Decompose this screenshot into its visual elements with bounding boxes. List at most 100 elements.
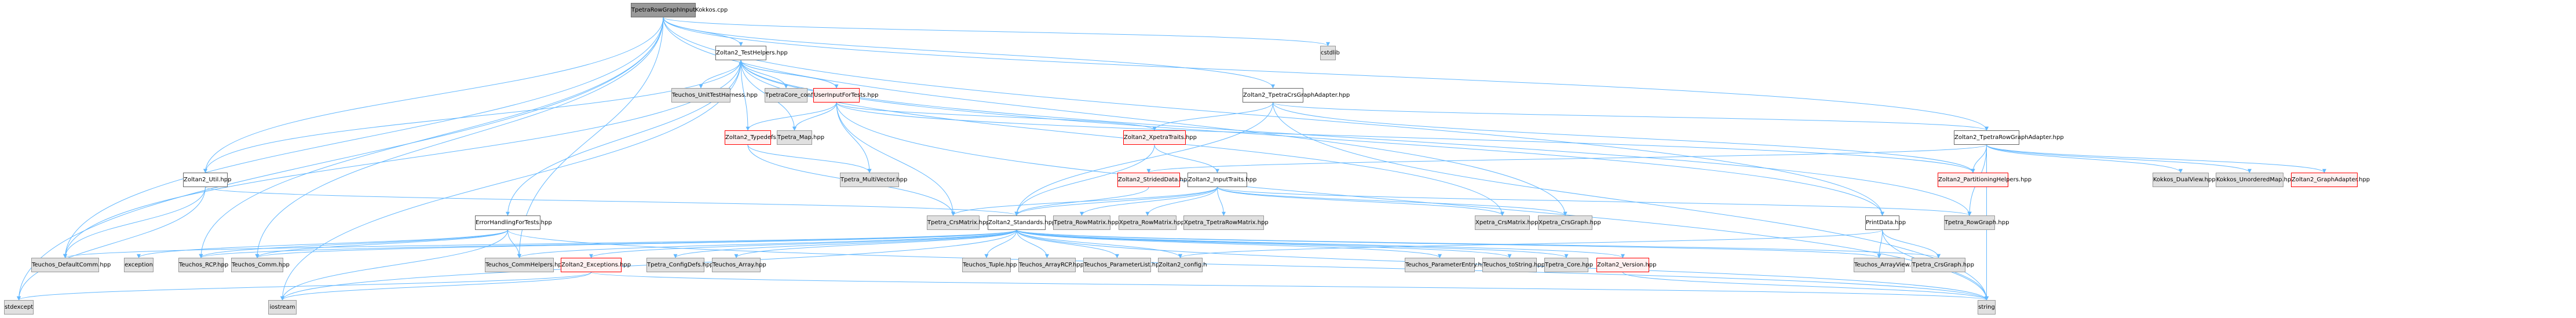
edge-testhelpers-to-defaultcomm: [63, 60, 741, 258]
edge-userinput-to-xpetratraits: [836, 102, 1157, 131]
node-teuchos-comm[interactable]: Teuchos_Comm.hpp: [231, 258, 290, 272]
edge-root-to-commhelpers: [517, 17, 664, 258]
edge-rowgraphadapter-to-graphadapter: [1986, 144, 2326, 173]
edge-root-to-cstdlib: [663, 17, 1330, 46]
edge-userinput-to-testhelpers: [739, 60, 837, 89]
node-teuchos-tuple[interactable]: Teuchos_Tuple.hpp: [962, 258, 1017, 272]
edge-util-to-defaultcomm: [63, 187, 206, 258]
edge-testhelpers-to-errorhandling: [506, 60, 741, 216]
edge-rowgraphadapter-to-strideddata: [1146, 144, 1987, 173]
edge-errorhandling-to-exception: [137, 229, 508, 258]
node-teuchos-defaultcomm[interactable]: Teuchos_DefaultComm.hpp: [31, 258, 111, 272]
node-teuchos-commhelpers[interactable]: Teuchos_CommHelpers.hpp: [485, 258, 565, 272]
edge-userinput-to-tpetracrsmatrix: [836, 102, 955, 216]
edge-root-to-crsgraphadapter: [663, 17, 1275, 89]
node-zoltan2-exceptions[interactable]: Zoltan2_Exceptions.hpp: [561, 258, 631, 272]
node-zoltan2-tpetrarowgraphadapter[interactable]: Zoltan2_TpetraRowGraphAdapter.hpp: [1954, 130, 2064, 145]
edge-rowgraphadapter-to-unorderedmap: [1986, 144, 2252, 173]
edge-exceptions-to-string: [591, 272, 1989, 301]
node-xpetra-crsmatrix[interactable]: Xpetra_CrsMatrix.hpp: [1475, 215, 1539, 230]
edge-standards-to-version: [1016, 229, 1625, 258]
node-string[interactable]: string: [1978, 300, 1996, 315]
node-zoltan2-util[interactable]: Zoltan2_Util.hpp: [183, 173, 232, 187]
edge-standards-to-parameterlist: [1016, 229, 1119, 258]
node-zoltan2-testhelpers[interactable]: Zoltan2_TestHelpers.hpp: [715, 46, 788, 60]
node-cstdlib[interactable]: cstdlib: [1320, 46, 1340, 60]
node-zoltan2-config[interactable]: Zoltan2_config.h: [1158, 258, 1207, 272]
node-tpetra-rowgraph[interactable]: Tpetra_RowGraph.hpp: [1944, 215, 2009, 230]
edge-xpetratraits-to-inputtraits: [1154, 144, 1219, 173]
edge-printdata-to-zconfig: [1178, 229, 1883, 258]
node-zoltan2-standards[interactable]: Zoltan2_Standards.hpp: [988, 215, 1055, 230]
edge-standards-to-configdefs: [673, 229, 1017, 258]
edge-exceptions-to-stdexcept: [17, 272, 591, 301]
node-tpetra-crsmatrix[interactable]: Tpetra_CrsMatrix.hpp: [927, 215, 990, 230]
node-kokkos-unorderedmap[interactable]: Kokkos_UnorderedMap.hpp: [2216, 173, 2295, 187]
edge-errorhandling-to-rcp: [199, 229, 508, 258]
node-zoltan2-partitioninghelpers[interactable]: Zoltan2_PartitioningHelpers.hpp: [1938, 173, 2031, 187]
edge-printdata-to-tpetracrsgraph: [1882, 229, 1941, 258]
edge-crsgraphadapter-to-standards: [1014, 102, 1273, 216]
node-zoltan2-version[interactable]: Zoltan2_Version.hpp: [1596, 258, 1656, 272]
edge-inputtraits-to-xpetrarowmatrix: [1145, 187, 1218, 216]
edge-errorhandling-to-iostream: [280, 229, 508, 301]
edge-testhelpers-to-printdata: [740, 60, 1884, 216]
edge-testhelpers-to-tpetrarowgraph: [740, 60, 1972, 216]
node-xpetra-crsgraph[interactable]: Xpetra_CrsGraph.hpp: [1538, 215, 1601, 230]
edge-inputtraits-to-tpetrarowgraph: [1217, 187, 1972, 216]
node-userinputfortests[interactable]: UserInputForTests.hpp: [813, 88, 878, 103]
node-zoltan2-strideddata[interactable]: Zoltan2_StridedData.hpp: [1117, 173, 1191, 187]
node-stdexcept[interactable]: stdexcept: [4, 300, 34, 315]
node-root-file[interactable]: TpetraRowGraphInputKokkos.cpp: [631, 3, 728, 17]
node-tpetra-multivector[interactable]: Tpetra_MultiVector.hpp: [840, 173, 907, 187]
node-teuchos-parameterentry[interactable]: Teuchos_ParameterEntry.hpp: [1405, 258, 1489, 272]
edge-standards-to-tostring: [1016, 229, 1512, 258]
node-exception[interactable]: exception: [124, 258, 154, 272]
node-teuchos-array[interactable]: Teuchos_Array.hpp: [712, 258, 766, 272]
node-kokkos-dualview[interactable]: Kokkos_DualView.hpp: [2153, 173, 2216, 187]
node-zoltan2-inputtraits[interactable]: Zoltan2_InputTraits.hpp: [1187, 173, 1256, 187]
node-printdata[interactable]: PrintData.hpp: [1865, 215, 1906, 230]
edge-standards-to-parameterentry: [1016, 229, 1442, 258]
edge-testhelpers-to-iostream: [280, 60, 741, 301]
edge-testhelpers-to-util: [203, 60, 741, 173]
edge-typedefs-to-testhelpers: [739, 60, 748, 131]
node-teuchos-tostring[interactable]: Teuchos_toString.hpp: [1482, 258, 1545, 272]
edge-root-to-comm: [255, 17, 664, 258]
node-zoltan2-typedefs[interactable]: Zoltan2_Typedefs.hpp: [725, 130, 789, 145]
edge-root-to-stdexcept: [17, 17, 664, 301]
node-xpetra-tpetrarowmatrix[interactable]: Xpetra_TpetraRowMatrix.hpp: [1183, 215, 1269, 230]
edge-root-to-rowgraphadapter: [663, 17, 1989, 131]
edge-standards-to-tpetracrsgraph: [1016, 229, 1941, 258]
node-teuchos-parameterlist[interactable]: Teuchos_ParameterList.hpp: [1083, 258, 1163, 272]
node-teuchos-rcp[interactable]: Teuchos_RCP.hpp: [178, 258, 228, 272]
node-teuchos-arrayrcp[interactable]: Teuchos_ArrayRCP.hpp: [1018, 258, 1084, 272]
edge-testhelpers-to-xpetracrsmatrix: [740, 60, 1504, 216]
node-zoltan2-graphadapter[interactable]: Zoltan2_GraphAdapter.hpp: [2291, 173, 2370, 187]
node-iostream[interactable]: iostream: [268, 300, 297, 315]
node-tpetra-map[interactable]: Tpetra_Map.hpp: [777, 130, 824, 145]
node-tpetracore-config[interactable]: TpetraCore_config.h: [765, 88, 824, 103]
node-tpetra-crsgraph[interactable]: Tpetra_CrsGraph.hpp: [1912, 258, 1974, 272]
edge-crsgraphadapter-to-rowgraphadapter: [1273, 102, 1989, 131]
edge-standards-to-arrayrcp: [1016, 229, 1049, 258]
node-teuchos-unittestharness[interactable]: Teuchos_UnitTestHarness.hpp: [671, 88, 758, 103]
node-zoltan2-xpetratraits[interactable]: Zoltan2_XpetraTraits.hpp: [1123, 130, 1197, 145]
node-tpetra-rowmatrix[interactable]: Tpetra_RowMatrix.hpp: [1053, 215, 1119, 230]
edge-inputtraits-to-tpetrarowmatrix: [1080, 187, 1218, 216]
edge-rowgraphadapter-to-dualview: [1986, 144, 2183, 173]
edge-standards-to-tuple: [984, 229, 1017, 258]
node-teuchos-arrayview[interactable]: Teuchos_ArrayView.hpp: [1854, 258, 1922, 272]
edge-standards-to-commhelpers: [517, 229, 1017, 258]
edge-standards-to-zconfig: [1016, 229, 1182, 258]
node-errorhandlingfortests[interactable]: ErrorHandlingForTests.hpp: [475, 215, 552, 230]
edge-util-to-stdexcept: [17, 187, 206, 301]
edge-version-to-string: [1623, 272, 1989, 301]
node-tpetra-core[interactable]: Tpetra_Core.hpp: [1544, 258, 1593, 272]
node-tpetra-configdefs[interactable]: Tpetra_ConfigDefs.hpp: [646, 258, 714, 272]
edge-root-to-defaultcomm: [63, 17, 664, 258]
edge-userinput-to-typedefs: [746, 102, 837, 131]
node-xpetra-rowmatrix[interactable]: Xpetra_RowMatrix.hpp: [1119, 215, 1185, 230]
node-zoltan2-tpetracrsgraphadapter[interactable]: Zoltan2_TpetraCrsGraphAdapter.hpp: [1243, 88, 1350, 103]
